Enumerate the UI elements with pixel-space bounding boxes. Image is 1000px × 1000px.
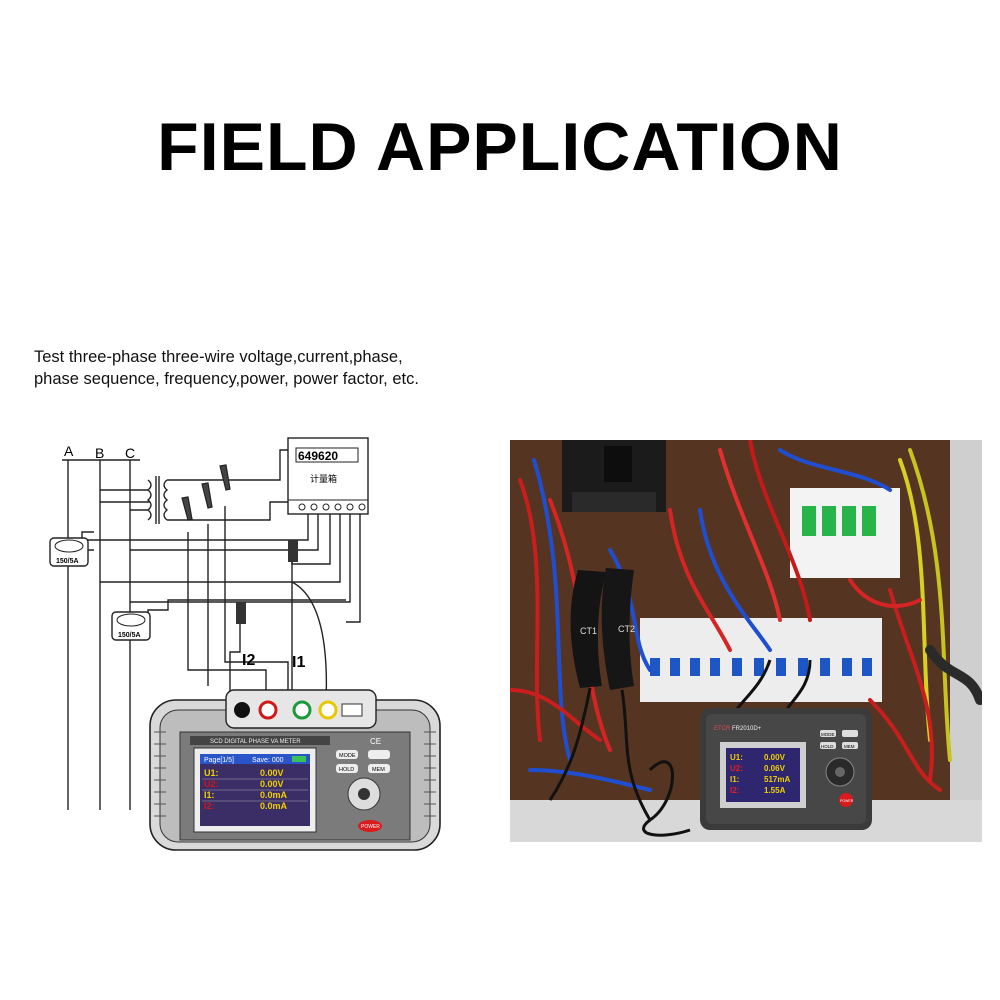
description-line-1: Test three-phase three-wire voltage,curr…: [34, 348, 403, 366]
diagram-reading-u1-value: 0.00V: [260, 768, 284, 778]
ct-a-rating: 150/5A: [56, 558, 79, 565]
meter-reading: 649620: [298, 449, 338, 463]
phase-va-meter-drawing: SCD DIGITAL PHASE VA METER CE Page[1/5] …: [149, 689, 441, 851]
diagram-reading-u2-value: 0.00V: [260, 779, 284, 789]
wiring-diagram: A B C 649620 计量箱 150/5A 150/5A I2 I1: [30, 432, 470, 852]
field-photo: CT1 CT2 ETCR FR2010D+ U1: 0.00V U2: 0.06…: [510, 440, 982, 842]
clamp-ct1: CT1: [570, 570, 606, 688]
jack-i1[interactable]: [318, 700, 338, 720]
ct-c-rating: 150/5A: [118, 632, 141, 639]
voltage-clip-2: [201, 482, 213, 509]
jack-u1[interactable]: [258, 700, 278, 720]
meter-label: 计量箱: [310, 473, 337, 484]
photo-device-model: FR2010D+: [732, 726, 762, 732]
diagram-mode-label: MODE: [339, 753, 356, 759]
diagram-hold-button[interactable]: [336, 764, 358, 773]
diagram-mode-button[interactable]: [336, 750, 358, 759]
photo-light-button[interactable]: [842, 730, 858, 737]
clamp-sensor-i2: [236, 602, 246, 624]
application-description: Test three-phase three-wire voltage,curr…: [34, 346, 554, 390]
clamp-label-i2: I2: [242, 652, 255, 669]
diagram-light-button[interactable]: [368, 750, 390, 759]
photo-mem-label: MEM: [844, 744, 855, 749]
diagram-mem-label: MEM: [372, 767, 385, 773]
diagram-reading-i2-label: I2:: [204, 801, 215, 811]
photo-ct2-label: CT2: [618, 624, 635, 634]
description-line-2: phase sequence, frequency,power, power f…: [34, 370, 419, 388]
photo-reading-u1-value: 0.00V: [764, 753, 786, 762]
photo-mode-button[interactable]: [820, 730, 836, 737]
photo-reading-u2-label: U2:: [730, 764, 743, 773]
diagram-reading-u2-label: U2:: [204, 779, 219, 789]
voltage-clip-1: [181, 496, 193, 521]
voltage-clip-3: [219, 464, 231, 491]
photo-mode-label: MODE: [821, 732, 835, 737]
page-title: FIELD APPLICATION: [157, 109, 843, 185]
wiring-diagram-svg: A B C 649620 计量箱 150/5A 150/5A I2 I1: [49, 437, 441, 851]
phase-c-label: C: [125, 445, 135, 461]
clamp-label-i1: I1: [292, 654, 305, 671]
diagram-reading-i1-label: I1:: [204, 790, 215, 800]
photo-reading-u2-value: 0.06V: [764, 764, 786, 773]
diagram-power-label: POWER: [361, 824, 380, 830]
photo-phase-va-meter: ETCR FR2010D+ U1: 0.00V U2: 0.06V I1: 51…: [700, 708, 872, 830]
photo-device-screen: [726, 748, 800, 802]
field-photo-svg: CT1 CT2 ETCR FR2010D+ U1: 0.00V U2: 0.06…: [510, 440, 982, 842]
phase-b-label: B: [95, 445, 104, 461]
usb-port[interactable]: [341, 703, 363, 717]
energy-meter: 649620 计量箱: [287, 437, 369, 515]
jack-com[interactable]: [234, 702, 250, 718]
photo-reading-i2-value: 1.55A: [764, 786, 786, 795]
diagram-reading-i1-value: 0.0mA: [260, 790, 288, 800]
screen-page-indicator: Page[1/5]: [204, 757, 234, 764]
diagram-reading-u1-label: U1:: [204, 768, 219, 778]
photo-mem-button[interactable]: [842, 742, 858, 749]
ce-mark: CE: [370, 737, 381, 746]
clamp-sensor-i1: [288, 540, 298, 562]
photo-power-label: POWER: [840, 799, 854, 803]
photo-enter-button[interactable]: [835, 767, 845, 777]
diagram-reading-i2-value: 0.0mA: [260, 801, 288, 811]
diagram-mem-button[interactable]: [368, 764, 390, 773]
ct-phase-a: 150/5A: [49, 537, 89, 567]
clamp-ct2: CT2: [601, 568, 635, 690]
diagram-power-button[interactable]: [358, 820, 382, 832]
device-model-label: SCD DIGITAL PHASE VA METER: [210, 739, 301, 745]
photo-power-button[interactable]: [839, 793, 853, 807]
photo-reading-i2-label: I2:: [730, 786, 739, 795]
photo-ct1-label: CT1: [580, 626, 597, 636]
photo-device-brand: ETCR: [714, 726, 731, 732]
photo-hold-label: HOLD: [821, 744, 834, 749]
photo-reading-i1-label: I1:: [730, 775, 739, 784]
screen-save-indicator: Save: 000: [252, 757, 284, 764]
ct-phase-c: 150/5A: [111, 611, 151, 641]
diagram-enter-button[interactable]: [358, 788, 370, 800]
jack-u2[interactable]: [292, 700, 312, 720]
phase-a-label: A: [64, 443, 74, 459]
diagram-hold-label: HOLD: [339, 767, 354, 773]
photo-reading-u1-label: U1:: [730, 753, 743, 762]
photo-reading-i1-value: 517mA: [764, 775, 790, 784]
photo-hold-button[interactable]: [820, 742, 836, 749]
